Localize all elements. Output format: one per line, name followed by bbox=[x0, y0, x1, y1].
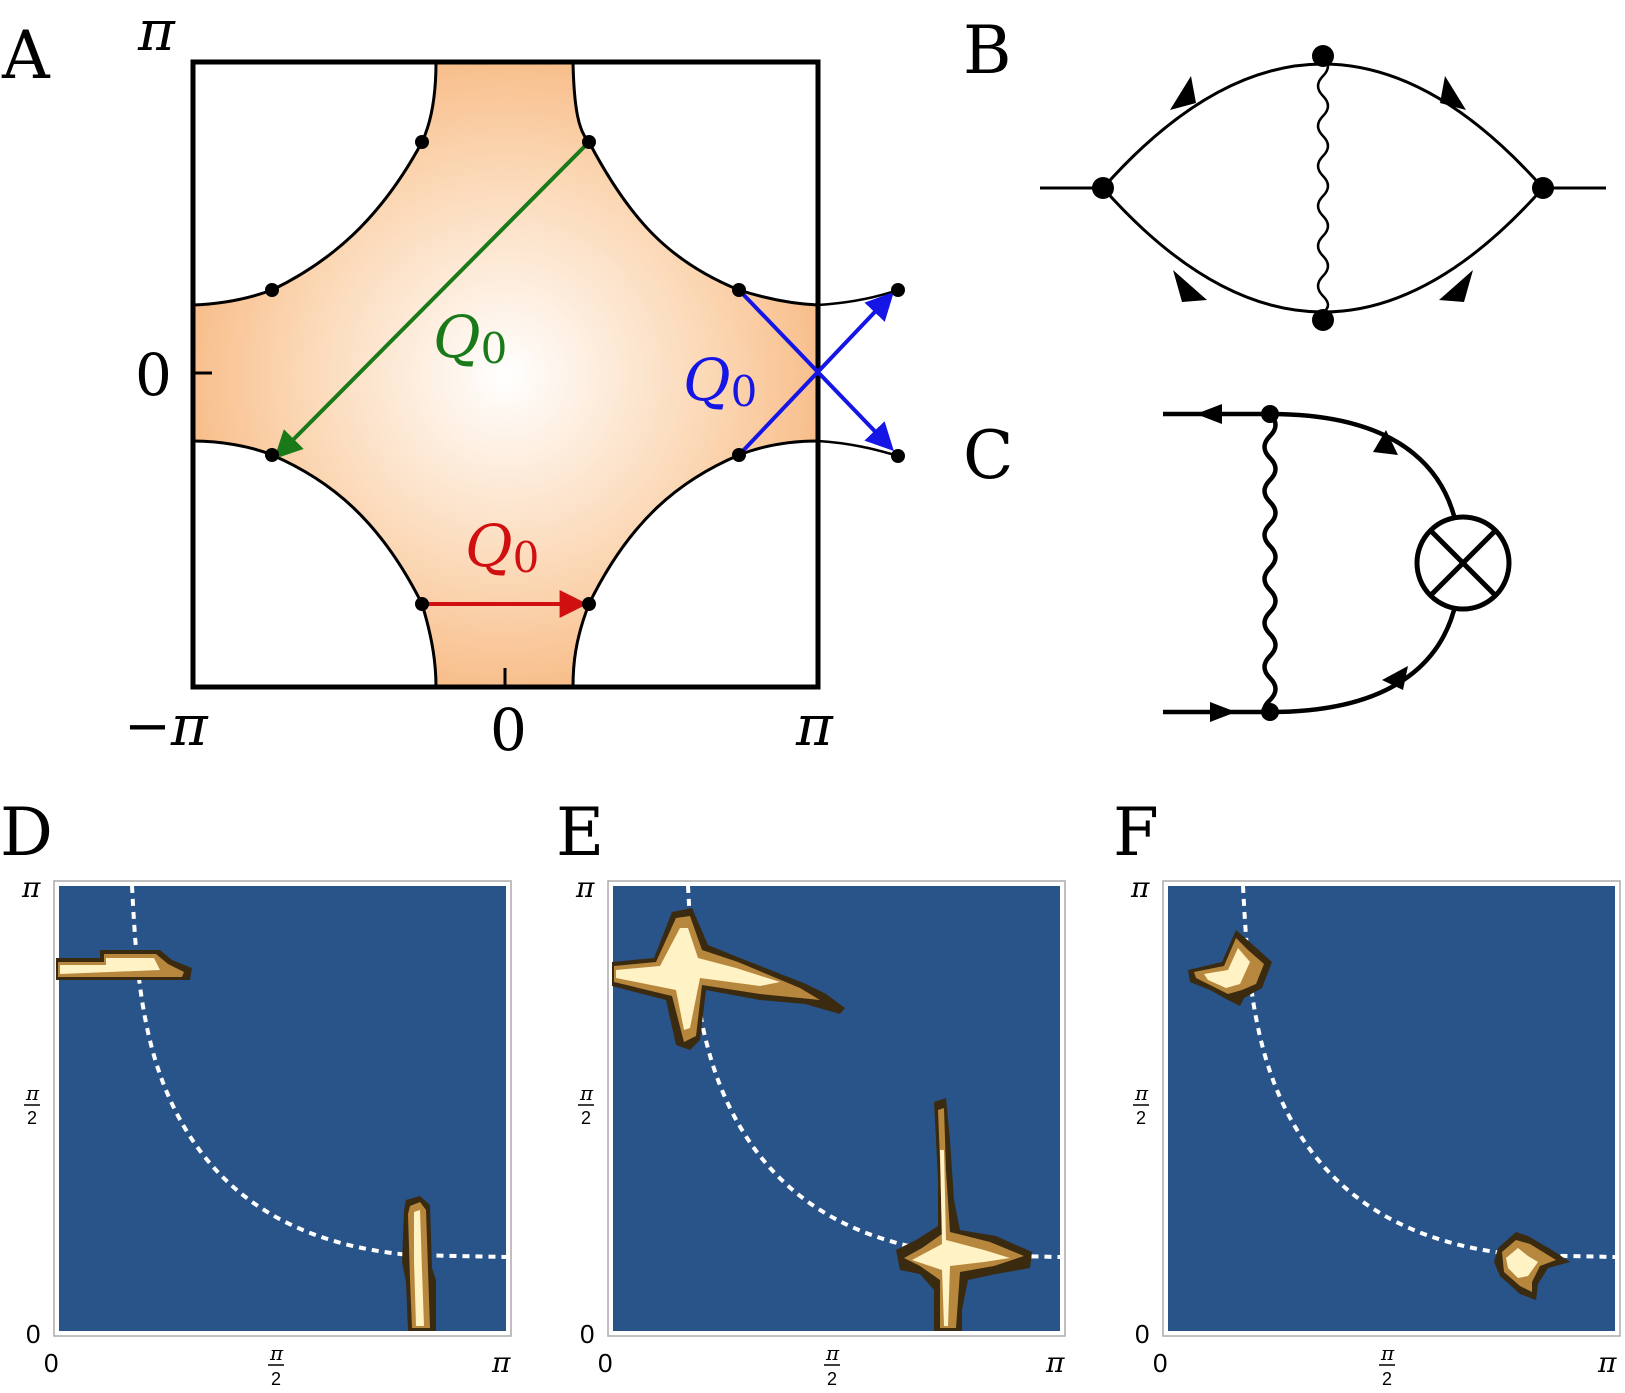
svg-text:π: π bbox=[25, 1081, 40, 1105]
svg-text:2: 2 bbox=[271, 1369, 281, 1389]
hot-spot-dot bbox=[415, 597, 429, 611]
svg-text:2: 2 bbox=[27, 1108, 37, 1128]
y-tick-pi: π bbox=[137, 0, 176, 64]
fermi-line-bottom bbox=[193, 439, 438, 687]
x-tick-half-pi: π 2 bbox=[268, 1341, 284, 1389]
svg-text:π: π bbox=[579, 1081, 594, 1105]
panel-e: E π π 2 0 0 π 2 π bbox=[556, 794, 1066, 1389]
panel-b-letter: B bbox=[963, 12, 1012, 89]
x-tick-zero: 0 bbox=[598, 1348, 612, 1378]
panel-c: C bbox=[963, 404, 1512, 722]
hot-region-e1 bbox=[612, 908, 845, 1050]
vector-blue-2 bbox=[737, 291, 894, 457]
hot-region-d1 bbox=[56, 950, 192, 980]
x-tick-pi: π bbox=[1597, 1346, 1617, 1379]
propagator-upper bbox=[1101, 62, 1545, 189]
panel-f: F π π 2 0 0 π 2 π bbox=[1113, 794, 1621, 1389]
panel-a: A bbox=[1, 0, 905, 764]
hot-spots bbox=[265, 135, 905, 611]
hot-spot-dot bbox=[265, 448, 279, 462]
svg-text:2: 2 bbox=[581, 1108, 591, 1128]
hot-spot-dot bbox=[582, 135, 596, 149]
y-tick-half-pi: π 2 bbox=[578, 1081, 594, 1128]
svg-text:π: π bbox=[1380, 1341, 1395, 1365]
label-red-q: Q0 bbox=[465, 512, 539, 582]
x-tick-minus-pi: −π bbox=[124, 694, 209, 759]
arrow-head bbox=[1382, 666, 1408, 690]
panel-d: D π π 2 0 0 π 2 π bbox=[0, 794, 512, 1389]
filled-region bbox=[193, 62, 818, 687]
svg-text:π: π bbox=[825, 1341, 840, 1365]
hot-region-f1 bbox=[1188, 930, 1272, 1006]
y-tick-zero: 0 bbox=[580, 1319, 594, 1349]
arrow-head bbox=[1440, 76, 1466, 110]
fermi-line-top-right bbox=[571, 62, 818, 307]
svg-text:π: π bbox=[269, 1341, 284, 1365]
vector-blue-1 bbox=[737, 288, 894, 452]
wavy-interaction-line bbox=[1316, 55, 1330, 314]
y-tick-zero: 0 bbox=[1135, 1319, 1149, 1349]
fermi-surface-region bbox=[193, 62, 818, 687]
label-blue-q: Q0 bbox=[683, 346, 757, 416]
hot-spot-dot bbox=[891, 283, 905, 297]
x-tick-half-pi: π 2 bbox=[1379, 1341, 1395, 1389]
x-tick-pi: π bbox=[795, 694, 834, 759]
y-tick-half-pi: π 2 bbox=[24, 1081, 40, 1128]
propagator-arrows bbox=[1170, 76, 1473, 302]
panel-e-letter: E bbox=[556, 794, 604, 871]
hot-spot-dot bbox=[265, 283, 279, 297]
y-tick-zero: 0 bbox=[135, 341, 172, 409]
vertex-dot bbox=[1312, 309, 1334, 331]
svg-text:2: 2 bbox=[1136, 1108, 1146, 1128]
vertex-dot bbox=[1312, 45, 1334, 67]
fermi-ext-lower bbox=[817, 439, 899, 458]
x-tick-half-pi: π 2 bbox=[824, 1341, 840, 1389]
vertices bbox=[1092, 45, 1554, 331]
panel-a-letter: A bbox=[1, 17, 51, 94]
hot-spot-dot bbox=[732, 448, 746, 462]
propagator-lower bbox=[1101, 187, 1545, 314]
vertex-dot bbox=[1532, 177, 1554, 199]
vertex-dot bbox=[1092, 177, 1114, 199]
y-tick-zero: 0 bbox=[26, 1319, 40, 1349]
label-green-q: Q0 bbox=[433, 303, 507, 373]
wavy-interaction-line-c bbox=[1262, 412, 1278, 715]
x-tick-pi: π bbox=[491, 1346, 511, 1379]
arrow-head bbox=[1439, 270, 1473, 302]
vector-green bbox=[274, 140, 591, 459]
arrow-head bbox=[1173, 270, 1207, 302]
fermi-line-bottom-right bbox=[571, 439, 818, 687]
panel-c-letter: C bbox=[963, 417, 1014, 494]
panel-b: B bbox=[963, 12, 1606, 331]
arrow-head bbox=[1196, 404, 1222, 424]
hot-region-e2 bbox=[896, 1098, 1032, 1331]
insertion-cross-icon bbox=[1414, 514, 1512, 612]
x-tick-zero: 0 bbox=[44, 1348, 58, 1378]
arrow-head bbox=[1210, 702, 1236, 722]
arrow-head bbox=[1170, 76, 1196, 110]
fermi-line-top bbox=[193, 62, 438, 307]
hot-region-d2 bbox=[402, 1196, 436, 1331]
hot-spot-dot bbox=[891, 449, 905, 463]
x-tick-zero: 0 bbox=[490, 696, 527, 764]
vertex-dot bbox=[1261, 703, 1279, 721]
y-tick-pi: π bbox=[1130, 871, 1150, 904]
vertex-dot bbox=[1261, 405, 1279, 423]
hot-spot-dot bbox=[582, 597, 596, 611]
x-tick-pi: π bbox=[1045, 1346, 1065, 1379]
panel-f-letter: F bbox=[1113, 794, 1159, 871]
y-tick-pi: π bbox=[575, 871, 595, 904]
y-tick-pi: π bbox=[21, 871, 41, 904]
y-tick-half-pi: π 2 bbox=[1133, 1081, 1149, 1128]
x-tick-zero: 0 bbox=[1153, 1348, 1167, 1378]
hot-spot-dot bbox=[732, 283, 746, 297]
svg-text:π: π bbox=[1134, 1081, 1149, 1105]
arrow-head bbox=[1373, 430, 1398, 455]
hot-region-f2 bbox=[1494, 1232, 1570, 1300]
svg-text:2: 2 bbox=[1382, 1369, 1392, 1389]
hot-spot-dot bbox=[415, 135, 429, 149]
panel-d-letter: D bbox=[0, 794, 53, 871]
svg-text:2: 2 bbox=[827, 1369, 837, 1389]
